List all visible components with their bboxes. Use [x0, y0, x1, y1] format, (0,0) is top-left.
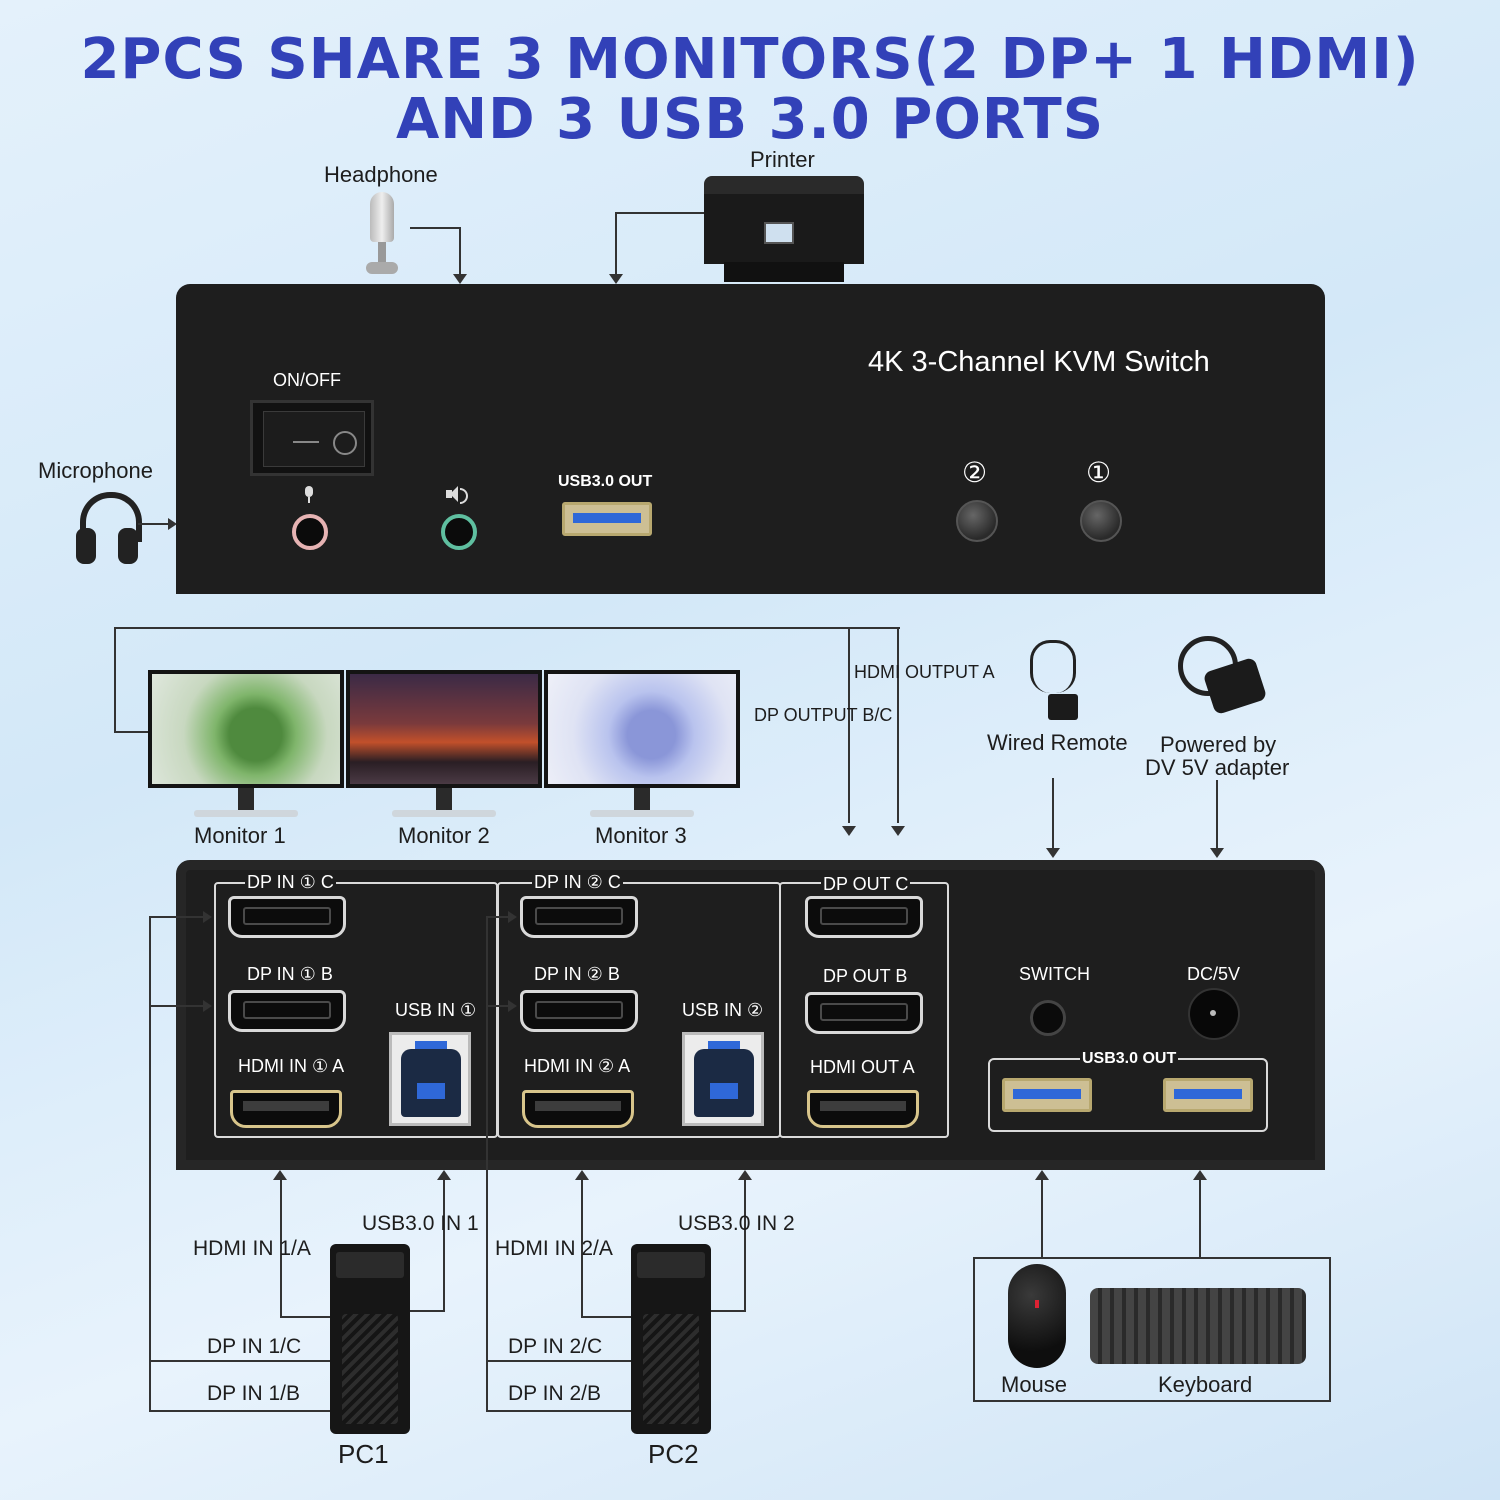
title-line-2: AND 3 USB 3.0 PORTS — [395, 87, 1105, 152]
powered-by-label-1: Powered by — [1160, 732, 1277, 757]
dp-in-2b-port[interactable] — [520, 990, 638, 1032]
mouse-icon — [1008, 1264, 1066, 1368]
monitor-2-label: Monitor 2 — [398, 823, 490, 848]
monitor-1-label: Monitor 1 — [194, 823, 286, 848]
dp-in-1c-cable-label: DP IN 1/C — [207, 1335, 302, 1358]
dp-output-bc-label: DP OUTPUT B/C — [754, 705, 893, 725]
microphone-jack[interactable] — [292, 514, 328, 550]
hdmi-in-2a-label: HDMI IN ② A — [522, 1056, 633, 1077]
headphones-icon — [76, 490, 142, 568]
back-usb-port-1[interactable] — [1002, 1078, 1092, 1112]
switch-jack[interactable] — [1030, 1000, 1066, 1036]
dc5v-label: DC/5V — [1185, 964, 1243, 985]
speaker-icon — [446, 486, 468, 504]
pc1-tower-icon — [330, 1244, 410, 1434]
dp-in-2b-label: DP IN ② B — [532, 964, 622, 985]
dp-in-1b-port[interactable] — [228, 990, 346, 1032]
headphone-jack[interactable] — [441, 514, 477, 550]
power-switch[interactable] — [250, 400, 374, 476]
printer-label: Printer — [750, 147, 815, 172]
dp-in-1b-label: DP IN ① B — [245, 964, 335, 985]
usb-in-2-cable-label: USB3.0 IN 2 — [678, 1212, 795, 1235]
hdmi-output-a-label: HDMI OUTPUT A — [854, 662, 995, 682]
powered-by-label-2: DV 5V adapter — [1145, 755, 1290, 780]
microphone-label: Microphone — [38, 458, 153, 483]
dp-out-c-port[interactable] — [805, 896, 923, 938]
on-off-label: ON/OFF — [273, 370, 341, 390]
mouse-label: Mouse — [1001, 1372, 1068, 1397]
pc2-tower-icon — [631, 1244, 711, 1434]
dp-in-1c-label: DP IN ① C — [245, 872, 336, 893]
hdmi-in-1a-label: HDMI IN ① A — [236, 1056, 347, 1077]
front-panel-title: 4K 3-Channel KVM Switch — [868, 346, 1210, 378]
dp-out-b-label: DP OUT B — [821, 966, 910, 987]
hdmi-out-a-label: HDMI OUT A — [808, 1057, 917, 1078]
hdmi-in-2a-cable-label: HDMI IN 2/A — [495, 1237, 613, 1260]
usb-in-1-port[interactable] — [389, 1032, 471, 1126]
headphone-label: Headphone — [324, 162, 438, 187]
title-line-1: 2PCS SHARE 3 MONITORS(2 DP+ 1 HDMI) — [80, 27, 1420, 92]
hdmi-in-2a-port[interactable] — [522, 1090, 634, 1128]
hdmi-out-a-port[interactable] — [807, 1090, 919, 1128]
keyboard-label: Keyboard — [1158, 1372, 1253, 1397]
switch-label: SWITCH — [1017, 964, 1092, 985]
hdmi-in-1a-cable-label: HDMI IN 1/A — [193, 1237, 311, 1260]
dp-in-2b-cable-label: DP IN 2/B — [508, 1382, 601, 1405]
dp-out-c-label: DP OUT C — [821, 874, 911, 895]
back-usb-out-label: USB3.0 OUT — [1080, 1050, 1179, 1068]
wired-remote-label: Wired Remote — [987, 730, 1128, 755]
button-2-label: ② — [962, 457, 988, 488]
dp-in-1b-cable-label: DP IN 1/B — [207, 1382, 300, 1405]
pc2-label: PC2 — [648, 1439, 699, 1469]
dp-in-2c-port[interactable] — [520, 896, 638, 938]
hdmi-in-1a-port[interactable] — [230, 1090, 342, 1128]
switch-button-1[interactable] — [1080, 500, 1122, 542]
dp-in-2c-cable-label: DP IN 2/C — [508, 1335, 603, 1358]
microphone-icon — [303, 486, 315, 504]
dc5v-jack[interactable] — [1188, 988, 1240, 1040]
usb-microphone-icon — [366, 192, 398, 280]
switch-button-2[interactable] — [956, 500, 998, 542]
pc1-label: PC1 — [338, 1439, 389, 1469]
button-1-label: ① — [1086, 457, 1112, 488]
dp-in-2c-label: DP IN ② C — [532, 872, 623, 893]
dp-in-1c-port[interactable] — [228, 896, 346, 938]
printer-icon — [704, 176, 864, 284]
dp-out-b-port[interactable] — [805, 992, 923, 1034]
front-usb-out-label: USB3.0 OUT — [558, 473, 653, 490]
back-usb-port-2[interactable] — [1163, 1078, 1253, 1112]
peripheral-box — [973, 1257, 1331, 1402]
monitor-3-label: Monitor 3 — [595, 823, 687, 848]
usb-in-1-cable-label: USB3.0 IN 1 — [362, 1212, 479, 1235]
front-usb-port[interactable] — [562, 502, 652, 536]
wired-remote-icon — [1010, 640, 1090, 722]
usb-in-2-label: USB IN ② — [680, 1000, 766, 1021]
power-adapter-icon — [1172, 626, 1278, 718]
keyboard-icon — [1090, 1288, 1306, 1364]
usb-in-1-label: USB IN ① — [393, 1000, 479, 1021]
usb-in-2-port[interactable] — [682, 1032, 764, 1126]
